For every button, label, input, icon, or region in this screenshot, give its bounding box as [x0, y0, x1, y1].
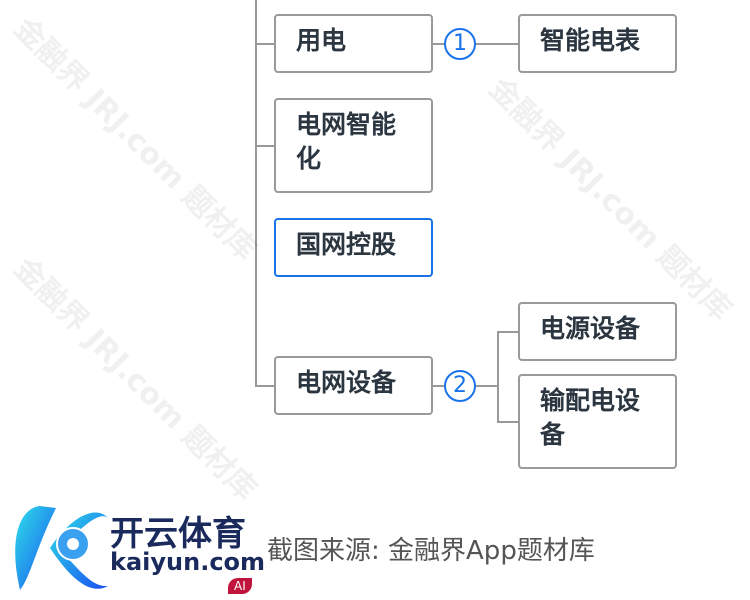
watermark: 金融界 JRJ.com 题材库 [481, 71, 739, 328]
node-label: 电网智能 [296, 110, 397, 139]
logo-title: 开云体育 [110, 514, 246, 554]
node-dianwang-zhinenghua[interactable]: 电网智能化 [274, 98, 433, 193]
branch-line [433, 43, 519, 45]
node-label: 输配电设 [540, 386, 641, 415]
node-label: 电网设备 [296, 368, 397, 397]
node-label: 化 [296, 144, 322, 173]
badge-2[interactable]: 2 [444, 370, 476, 402]
node-shupeidian-shebei[interactable]: 输配电设备 [518, 374, 677, 469]
node-label: 用电 [296, 26, 347, 55]
branch-line [255, 43, 275, 45]
logo-domain: kaiyun.com [110, 548, 266, 576]
branch-line [255, 145, 275, 147]
branch-line [497, 421, 519, 423]
branch-line [255, 385, 275, 387]
node-label: 智能电表 [540, 26, 641, 55]
watermark: 金融界 JRJ.com 题材库 [6, 251, 264, 508]
node-guowang-konggu[interactable]: 国网控股 [274, 218, 433, 277]
node-label: 备 [540, 420, 566, 449]
node-label: 国网控股 [296, 230, 397, 259]
kaiyun-logo: 开云体育 kaiyun.com AI [0, 498, 266, 598]
node-dianwang-shebei[interactable]: 电网设备 [274, 356, 433, 415]
node-yongdian[interactable]: 用电 [274, 14, 433, 73]
trunk-line [255, 0, 257, 387]
source-caption: 截图来源: 金融界App题材库 [267, 536, 595, 566]
watermark: 金融界 JRJ.com 题材库 [6, 11, 264, 268]
node-zhineng-dianbiao[interactable]: 智能电表 [518, 14, 677, 73]
badge-1[interactable]: 1 [444, 28, 476, 60]
branch-line [497, 331, 499, 423]
branch-line [497, 331, 519, 333]
node-label: 电源设备 [540, 314, 641, 343]
logo-ai-tag: AI [228, 578, 252, 594]
node-dianyuan-shebei[interactable]: 电源设备 [518, 302, 677, 361]
logo-k-ball-icon [15, 506, 108, 590]
